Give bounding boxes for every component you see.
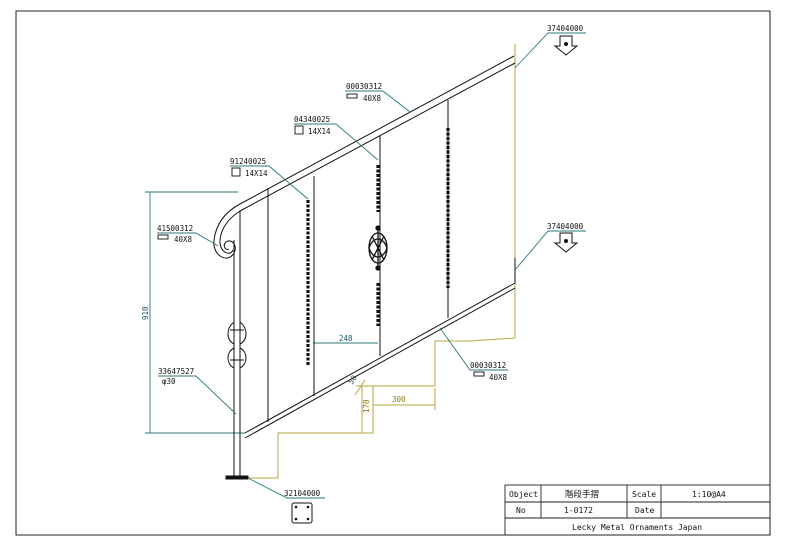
square-bar-icon [231, 167, 241, 177]
base-plate-code: 32104000 [284, 489, 321, 498]
scroll-end-code: 41500312 [157, 224, 193, 233]
post-cap-icon [553, 232, 579, 253]
height-dimension-lines [145, 191, 378, 434]
tread-dimension: 300 [392, 395, 406, 404]
twist-bar-size: 14X14 [308, 127, 331, 136]
base-plate-icon [291, 502, 313, 524]
title-no-value: 1-0172 [564, 506, 593, 515]
bottom-rail-code: 00030312 [470, 361, 506, 370]
scroll-end-size: 40X8 [174, 235, 193, 244]
top-cap-code: 37404000 [547, 24, 584, 33]
twisted-bars [306, 128, 450, 366]
title-date-label: Date [635, 506, 654, 515]
mid-cap-code: 37404000 [547, 222, 584, 231]
square-bar-code: 91240025 [230, 157, 266, 166]
post-code: 33647527 [158, 367, 194, 376]
square-bar-icon [294, 125, 304, 135]
title-block [504, 484, 771, 536]
flat-bar-icon [473, 371, 485, 377]
railing [213, 55, 516, 480]
title-company: Lecky Metal Ornaments Japan [572, 523, 702, 532]
twist-bar-code: 04340025 [294, 115, 330, 124]
handrail-code: 00030312 [346, 82, 382, 91]
title-object-value: 階段手摺 [565, 489, 599, 500]
drawing-border [15, 10, 771, 536]
post-size: φ30 [162, 377, 176, 386]
title-no-label: No [516, 506, 526, 515]
title-object-label: Object [509, 490, 538, 499]
bottom-rail-size: 40X8 [489, 373, 508, 382]
title-scale-value: 1:10@A4 [692, 490, 726, 499]
basket-ornament [368, 225, 388, 271]
handrail-size: 40X8 [363, 94, 382, 103]
title-scale-label: Scale [632, 490, 656, 499]
post-cap-icon [553, 35, 579, 56]
spacing-dimension: 248 [339, 334, 353, 343]
leader-lines [157, 32, 586, 499]
flat-bar-icon [157, 234, 169, 240]
square-bar-size: 14X14 [245, 169, 268, 178]
flat-bar-icon [346, 93, 358, 99]
riser-dimension: 170 [362, 399, 371, 413]
staircase-outline [228, 44, 516, 479]
height-dimension: 910 [141, 306, 150, 320]
